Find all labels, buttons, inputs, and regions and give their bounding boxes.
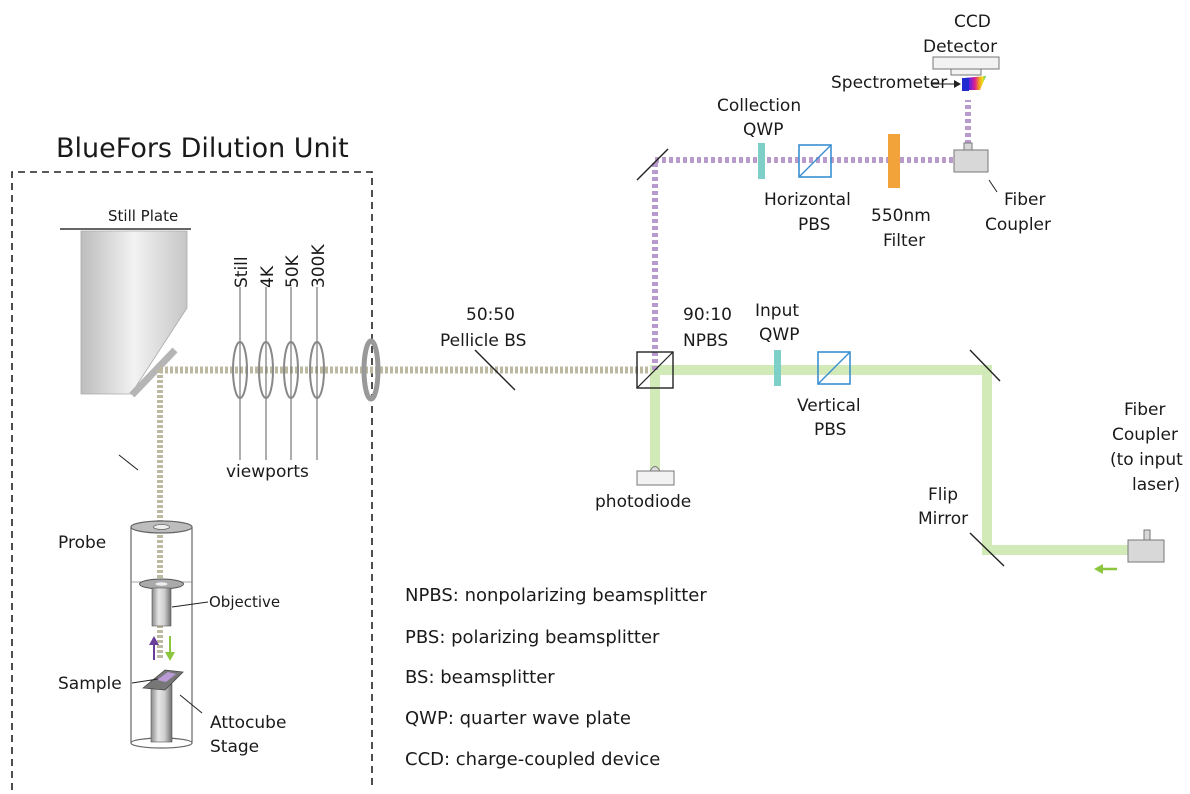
input-fiber-line3: (to input xyxy=(1110,450,1183,470)
collection-qwp xyxy=(758,143,765,179)
window-300k xyxy=(309,287,325,460)
collection-qwp-label: Collection QWP xyxy=(717,96,807,140)
fiber-coupler-pointer xyxy=(988,179,998,193)
window-label-4k: 4K xyxy=(258,265,278,288)
pellicle-label-line2: Pellicle BS xyxy=(440,331,526,351)
cold-mirror xyxy=(129,347,178,398)
sample-label: Sample xyxy=(58,674,122,694)
pellicle-label: 50:50 Pellicle BS xyxy=(440,305,526,351)
still-plate-label: Still Plate xyxy=(108,207,178,225)
window-still xyxy=(232,287,248,460)
attocube-label: Attocube Stage xyxy=(210,713,292,757)
npbs-cube xyxy=(636,351,674,389)
turning-mirror-right xyxy=(969,349,1001,382)
vertical-pbs-label-line2: PBS xyxy=(814,420,846,440)
window-label-50k: 50K xyxy=(283,254,303,288)
input-fiber-line1: Fiber xyxy=(1124,400,1166,420)
window-50k xyxy=(283,287,299,460)
green-excitation-beam xyxy=(650,365,1128,555)
pellicle-label-line1: 50:50 xyxy=(466,305,515,325)
legend-pbs: PBS: polarizing beamsplitter xyxy=(405,627,660,648)
vertical-pbs-label-line1: Vertical xyxy=(797,396,861,416)
input-direction-arrow xyxy=(1094,564,1117,574)
legend-ccd: CCD: charge-coupled device xyxy=(405,749,660,770)
flip-mirror-label: Flip Mirror xyxy=(918,485,968,529)
objective-label: Objective xyxy=(209,593,280,611)
npbs-label-line2: NPBS xyxy=(683,331,728,351)
collection-fiber-coupler xyxy=(953,142,989,173)
outer-vacuum-window xyxy=(361,338,381,402)
ccd-label-line2: Detector xyxy=(923,37,997,57)
attocube-leader xyxy=(179,694,203,714)
legend-bs: BS: beamsplitter xyxy=(405,667,555,688)
input-fiber-coupler xyxy=(1127,529,1165,563)
npbs-label-line1: 90:10 xyxy=(683,305,732,325)
input-fiber-line4: laser) xyxy=(1132,475,1180,495)
dilution-unit-title: BlueFors Dilution Unit xyxy=(56,133,349,164)
npbs-label: 90:10 NPBS xyxy=(683,305,737,351)
input-qwp xyxy=(774,350,781,386)
spectrometer-entrance xyxy=(962,78,969,91)
flip-mirror-label-line2: Mirror xyxy=(918,509,968,529)
horizontal-pbs-label: Horizontal PBS xyxy=(764,190,856,235)
legend-npbs: NPBS: nonpolarizing beamsplitter xyxy=(405,585,707,606)
horizontal-pbs-label-line2: PBS xyxy=(798,215,830,235)
emission-arrow-up xyxy=(149,636,159,660)
purple-collection-beam xyxy=(652,100,971,370)
turning-mirror-top xyxy=(636,148,669,181)
collection-fiber-coupler-label: Fiber Coupler xyxy=(985,190,1051,235)
collection-fiber-line2: Coupler xyxy=(985,215,1051,235)
excitation-arrow-down xyxy=(165,636,175,661)
still-plate-body xyxy=(80,230,188,395)
input-fiber-coupler-label: Fiber Coupler (to input laser) xyxy=(1110,400,1188,495)
probe xyxy=(130,520,193,749)
dilution-unit-enclosure xyxy=(11,171,373,790)
window-label-300k: 300K xyxy=(309,244,329,288)
photodiode-label: photodiode xyxy=(595,492,691,512)
550nm-filter xyxy=(888,134,900,188)
horizontal-pbs xyxy=(798,144,832,178)
spectrometer-label: Spectrometer xyxy=(831,73,947,93)
spectrometer-pointer-head xyxy=(954,80,961,88)
filter-label-line1: 550nm xyxy=(871,206,931,226)
sample-leader xyxy=(131,678,159,684)
pellicle-beamsplitter xyxy=(474,349,516,391)
filter-label: 550nm Filter xyxy=(871,206,936,251)
collection-qwp-label-line2: QWP xyxy=(743,120,783,140)
input-fiber-line2: Coupler xyxy=(1112,425,1178,445)
ccd-label-line1: CCD xyxy=(954,12,991,32)
window-4k xyxy=(258,287,274,460)
horizontal-pbs-label-line1: Horizontal xyxy=(764,190,851,210)
window-label-still: Still xyxy=(232,256,252,288)
collection-qwp-label-line1: Collection xyxy=(717,96,801,116)
input-qwp-label: Input QWP xyxy=(755,301,804,345)
viewports-label: viewports xyxy=(226,462,309,482)
vertical-pbs-label: Vertical PBS xyxy=(797,396,866,440)
flip-mirror-label-line1: Flip xyxy=(928,485,958,505)
probe-label: Probe xyxy=(58,533,106,553)
spectrometer-dispersion xyxy=(964,76,986,90)
attocube-label-line1: Attocube xyxy=(210,713,286,733)
input-qwp-label-line2: QWP xyxy=(759,325,799,345)
sample-flake xyxy=(157,672,176,682)
legend-qwp: QWP: quarter wave plate xyxy=(405,708,631,729)
objective-leader xyxy=(171,601,209,608)
photodiode xyxy=(636,466,675,486)
flip-mirror xyxy=(969,532,1005,567)
attocube-label-line2: Stage xyxy=(210,737,259,757)
objective-lens xyxy=(139,578,184,627)
vertical-pbs xyxy=(817,351,851,385)
filter-label-line2: Filter xyxy=(883,231,925,251)
collection-fiber-line1: Fiber xyxy=(1004,190,1046,210)
probe-leader xyxy=(118,454,139,471)
ccd-detector xyxy=(932,56,1000,76)
input-qwp-label-line1: Input xyxy=(755,301,799,321)
ccd-label: CCD Detector xyxy=(923,12,997,57)
